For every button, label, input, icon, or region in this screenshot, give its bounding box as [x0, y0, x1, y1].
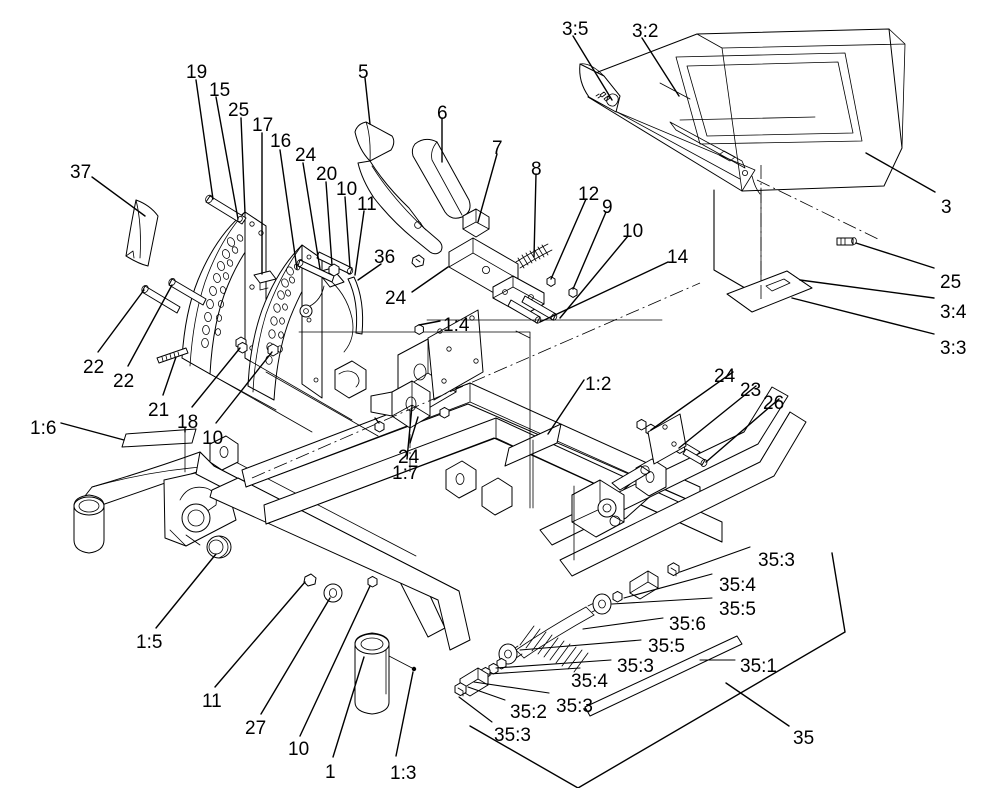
callout-24-rear: 24	[714, 366, 736, 387]
part-8-spring	[515, 243, 553, 269]
callout-35: 35	[793, 728, 815, 749]
leader-lines	[60, 35, 936, 758]
part-37-trim	[125, 199, 159, 267]
callout-10-fender: 10	[336, 179, 358, 200]
kit-35-bracket-left	[469, 725, 579, 788]
part-25-bolt-platform	[836, 237, 857, 246]
callout-3-3: 3:3	[940, 338, 967, 359]
callout-35-6: 35:6	[669, 614, 706, 635]
callout-24-frame: 24	[398, 447, 420, 468]
callout-17: 17	[252, 115, 274, 136]
callout-21: 21	[148, 400, 170, 421]
callout-35-4-b: 35:4	[571, 671, 608, 692]
part-1-main-frame	[73, 309, 807, 715]
callout-7: 7	[492, 138, 503, 159]
part-35-spring-kit	[454, 562, 743, 717]
callout-5: 5	[358, 62, 369, 83]
callout-10-fender-low: 10	[202, 428, 224, 449]
callout-1: 1	[325, 762, 336, 783]
callout-11-frame: 11	[202, 691, 222, 712]
callout-20: 20	[316, 164, 338, 185]
callout-16: 16	[270, 131, 292, 152]
fender-fasteners	[141, 194, 354, 364]
part-5-lever	[354, 121, 443, 255]
callout-27: 27	[245, 718, 267, 739]
callout-22-a: 22	[83, 357, 105, 378]
callout-35-3-a: 35:3	[758, 550, 795, 571]
part-3-platform	[579, 28, 906, 296]
callout-14: 14	[667, 247, 689, 268]
part-6-grip	[411, 138, 471, 219]
callout-3-2: 3:2	[632, 21, 659, 42]
callout-35-2: 35:2	[510, 702, 547, 723]
callout-25-upper: 25	[228, 100, 250, 121]
callout-25-platform: 25	[940, 272, 962, 293]
callout-6: 6	[437, 103, 448, 124]
callout-10-link: 10	[622, 221, 644, 242]
callout-35-4-a: 35:4	[719, 575, 756, 596]
callout-10-frame: 10	[288, 739, 310, 760]
platform-logo	[595, 91, 619, 107]
callout-24-fender: 24	[295, 145, 317, 166]
callout-37: 37	[70, 162, 92, 183]
callout-22-b: 22	[113, 371, 135, 392]
frame-nuts	[374, 324, 659, 438]
callout-1-6: 1:6	[30, 418, 57, 439]
centerline-frame-long	[251, 282, 701, 479]
callout-24-link: 24	[385, 288, 407, 309]
centerline-platform-bolt	[756, 179, 881, 241]
lower-left-fasteners	[303, 573, 378, 603]
callout-3-5: 3:5	[562, 19, 589, 40]
rear-pivot-casting	[571, 465, 651, 538]
kit-35-bracket	[577, 552, 846, 788]
callout-8: 8	[531, 159, 542, 180]
callout-19: 19	[186, 62, 208, 83]
callout-35-3-c: 35:3	[556, 696, 593, 717]
callout-35-5-b: 35:5	[648, 636, 685, 657]
callout-18: 18	[177, 412, 199, 433]
callout-1-3: 1:3	[390, 763, 417, 784]
part-3-3-base-plate	[726, 270, 813, 313]
callout-3: 3	[941, 197, 952, 218]
callout-35-3-b: 35:3	[617, 656, 654, 677]
callout-35-5-a: 35:5	[719, 599, 756, 620]
callout-36: 36	[374, 247, 396, 268]
callout-11-fender: 11	[357, 194, 377, 215]
part-1-7-bracket	[370, 380, 431, 429]
callout-3-4: 3:4	[940, 302, 967, 323]
callout-1-4: 1:4	[443, 315, 470, 336]
callout-1-5: 1:5	[136, 632, 163, 653]
part-23-26-fasteners	[645, 413, 708, 467]
part-7-link	[411, 208, 578, 324]
callout-12: 12	[578, 184, 600, 205]
callout-23: 23	[740, 380, 762, 401]
callout-1-2: 1:2	[585, 374, 612, 395]
callout-35-1: 35:1	[740, 656, 777, 677]
callout-15: 15	[209, 80, 231, 101]
callout-26: 26	[763, 393, 785, 414]
callout-1-7: 1:7	[392, 463, 419, 484]
part-36-brace	[347, 276, 364, 335]
callout-35-3-d: 35:3	[494, 725, 531, 746]
callout-9: 9	[602, 197, 613, 218]
construction-box	[298, 331, 531, 509]
